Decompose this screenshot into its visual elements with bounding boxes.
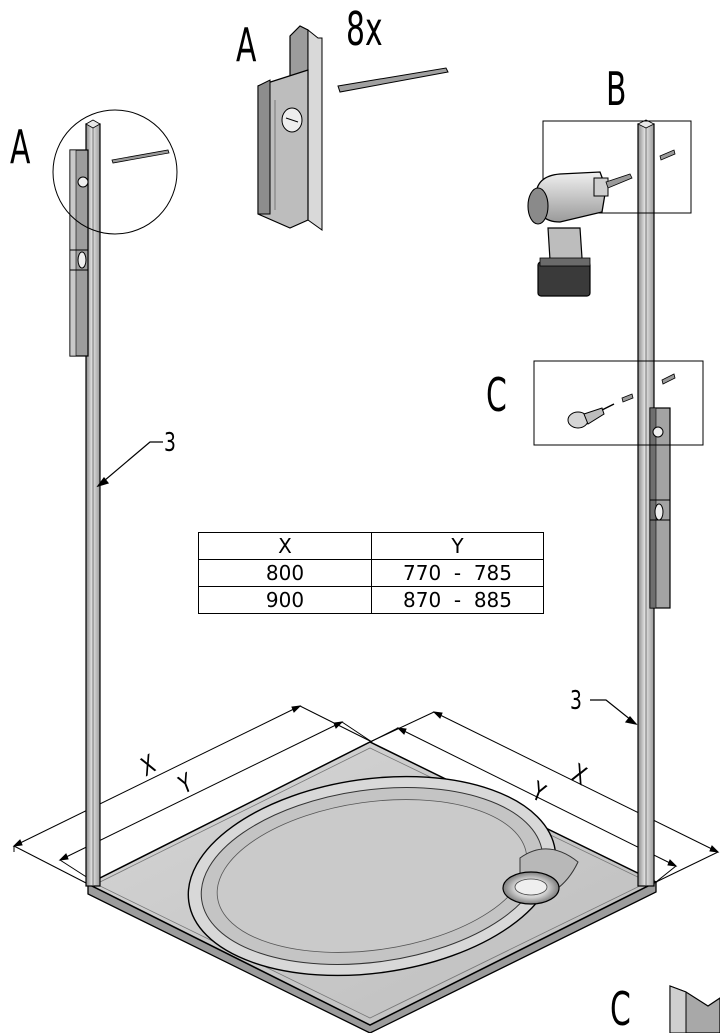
leader-left [96, 441, 163, 488]
detail-c-box [533, 360, 704, 446]
dimension-lines [12, 705, 720, 885]
screwdriver-icon [567, 373, 676, 429]
table-row: 900 870 - 885 [198, 586, 544, 614]
table-header-row: X Y [198, 532, 544, 560]
detail-a-callout-circle [52, 109, 178, 235]
screw-icon [111, 149, 170, 164]
screw-icon [337, 67, 449, 93]
detail-c-profile-partial [669, 985, 720, 1033]
left-wall-profile [69, 119, 101, 887]
right-wall-profile [637, 119, 671, 887]
detail-a-label-top: A [236, 18, 257, 72]
drill-icon [527, 149, 676, 297]
detail-a-profile [257, 25, 449, 231]
detail-a-label-left: A [10, 120, 31, 174]
detail-b-label: B [606, 62, 627, 116]
detail-c-label-bottom: C [610, 982, 631, 1036]
table-cell: 800 [198, 559, 372, 587]
detail-b-box [542, 120, 692, 214]
part-number-right: 3 [570, 686, 582, 716]
table-cell: 870 - 885 [371, 586, 544, 614]
quantity-label: 8x [346, 2, 383, 56]
dimension-table: X Y 800 770 - 785 900 870 - 885 [198, 532, 544, 614]
shower-tray [86, 741, 658, 1033]
table-header-x: X [198, 532, 372, 560]
leader-right [590, 699, 638, 725]
table-cell: 770 - 785 [371, 559, 544, 587]
part-number-left: 3 [164, 428, 176, 458]
table-header-y: Y [371, 532, 544, 560]
table-row: 800 770 - 785 [198, 559, 544, 587]
detail-c-label-mid: C [486, 368, 507, 422]
table-cell: 900 [198, 586, 372, 614]
